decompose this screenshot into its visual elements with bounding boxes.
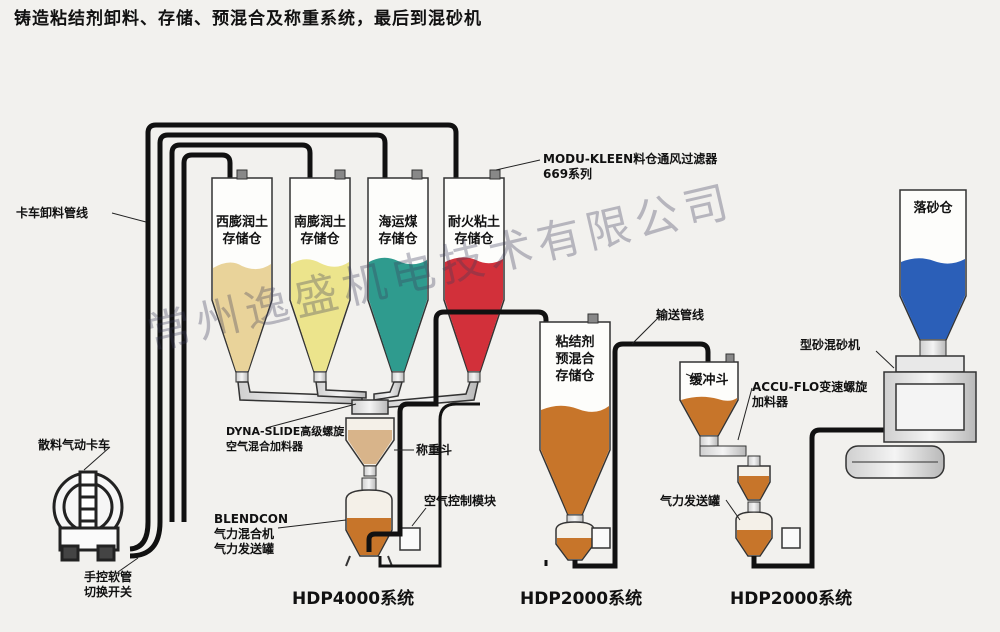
manual-switch-label: 手控软管 切换开关 [84, 570, 133, 599]
silo-1-label: 西膨润土 存储仓 [215, 215, 268, 247]
sand-mixer [845, 355, 977, 479]
blendcon-tank [345, 477, 393, 567]
storage-silo-1 [211, 169, 273, 383]
pipe-to-premix [366, 309, 549, 552]
air-control-module-1 [399, 527, 421, 551]
air-control-module-3 [781, 527, 801, 549]
air-control-label: 空气控制模块 [424, 494, 497, 508]
bulk-pneumatic-truck [52, 470, 124, 562]
silo-3-fill [369, 257, 427, 371]
silo-4-label: 耐火粘土 存储仓 [447, 215, 500, 247]
truck-unload-pipes [129, 122, 459, 559]
storage-silo-3 [367, 169, 429, 383]
system-hdp2000-b: HDP2000系统 [730, 589, 853, 609]
accu-flo-label: ACCU-FLO变速螺旋 加料器 [752, 380, 868, 409]
system-hdp2000-a: HDP2000系统 [520, 589, 643, 609]
pneumatic-tank-label: 气力发送罐 [660, 494, 721, 508]
premix-fill [541, 405, 609, 514]
silo-3-label: 海运煤 存储仓 [378, 215, 418, 247]
screw-feeders [237, 381, 479, 415]
weigh-hopper-label: 称重斗 [416, 443, 453, 457]
mixer-label: 型砂混砂机 [800, 338, 861, 352]
buffer-hopper [679, 353, 747, 457]
conveying-line-label: 输送管线 [656, 308, 705, 322]
system-hdp4000: HDP4000系统 [292, 589, 415, 609]
diagram-title: 铸造粘结剂卸料、存储、预混合及称重系统，最后到混砂机 [14, 9, 482, 29]
sand-fill [901, 258, 965, 339]
pipe-to-mixer [751, 427, 895, 569]
premix-silo [539, 313, 611, 561]
buffer-fill [681, 396, 737, 435]
filter-label: MODU-KLEEN料仓通风过滤器 669系列 [543, 152, 718, 181]
silo-2-fill [291, 259, 349, 371]
sand-silo-label: 落砂仓 [913, 201, 953, 216]
premix-silo-label: 粘结剂 预混合 存储仓 [555, 335, 595, 384]
weigh-hopper [345, 417, 395, 477]
truck-label: 散料气动卡车 [38, 438, 111, 452]
storage-silo-2 [289, 169, 351, 383]
buffer-hopper-label: 缓冲斗 [689, 373, 729, 388]
silo-1-fill [213, 262, 271, 371]
conveying-pipe [572, 341, 711, 569]
blendcon-label: BLENDCON 气力混合机 气力发送罐 [214, 512, 289, 556]
sand-silo [899, 189, 967, 357]
pneumatic-tank-3 [735, 455, 773, 557]
dyna-label: DYNA-SLIDE高级螺旋 空气混合加料器 [226, 425, 345, 453]
air-control-module-2 [591, 527, 611, 549]
truck-line-label: 卡车卸料管线 [16, 206, 89, 220]
silo-2-label: 南膨润土 存储仓 [293, 215, 346, 247]
